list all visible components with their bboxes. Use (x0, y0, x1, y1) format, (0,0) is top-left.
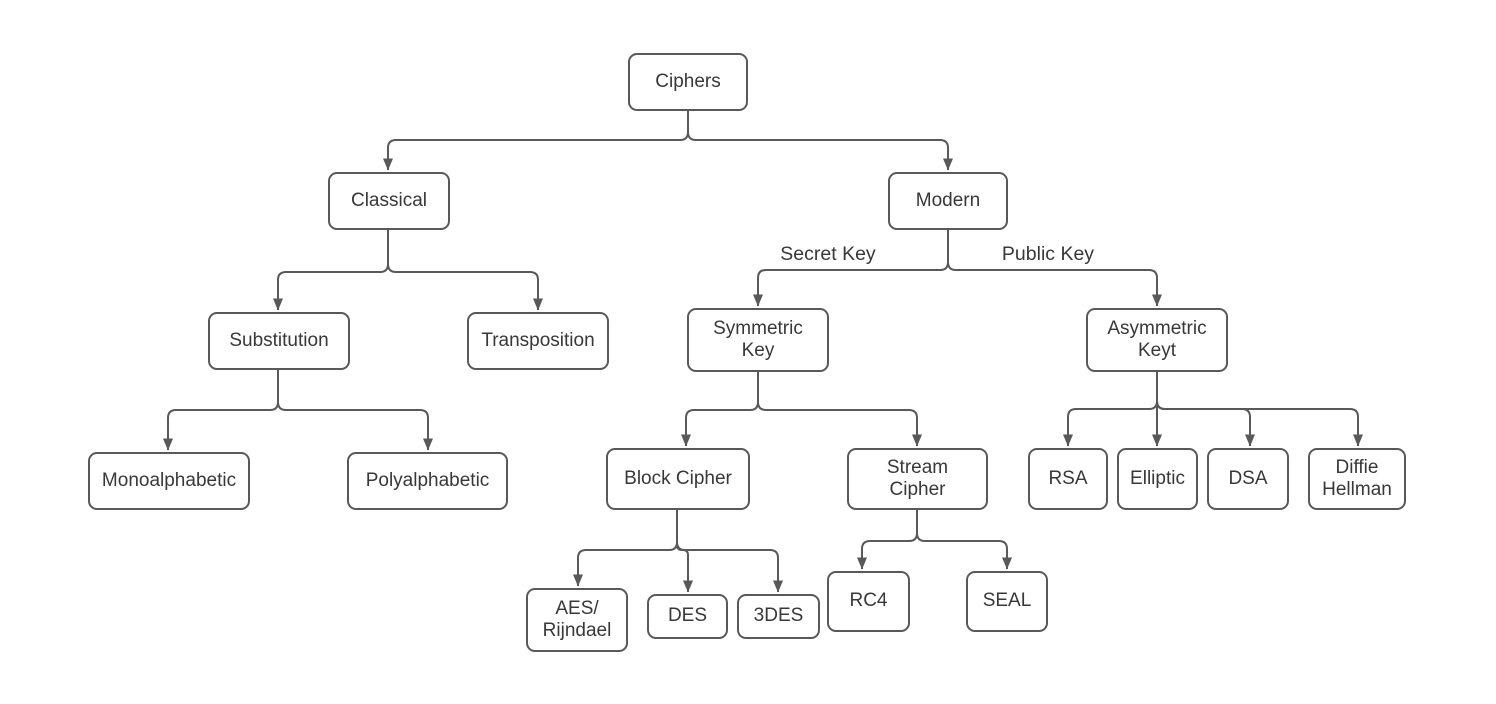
edge-symmetric-stream-cipher (757, 372, 922, 447)
edge-asymmetric-rsa (1063, 372, 1158, 447)
edge-label-secret-key: Secret Key (780, 243, 876, 265)
edge-asymmetric-diffie-hellman (1156, 372, 1363, 447)
node-polyalphabetic: Polyalphabetic (347, 452, 508, 510)
edge-classical-substitution (273, 230, 389, 311)
edge-modern-asymmetric-key (947, 230, 1162, 307)
node-modern: Modern (888, 172, 1008, 230)
node-substitution: Substitution (208, 312, 350, 370)
edge-stream-rc4 (857, 510, 918, 570)
edge-block-aes-rijndael (573, 510, 678, 587)
node-ciphers: Ciphers (628, 53, 748, 111)
edge-symmetric-block-cipher (681, 372, 759, 447)
node-block-cipher: Block Cipher (606, 448, 750, 510)
node-aes-rijndael: AES/ Rijndael (526, 588, 628, 652)
node-stream-cipher: Stream Cipher (847, 448, 988, 510)
node-symmetric-key: Symmetric Key (687, 308, 829, 372)
node-des: DES (647, 594, 728, 639)
edge-ciphers-modern (687, 111, 953, 171)
node-dsa: DSA (1207, 448, 1289, 510)
node-elliptic: Elliptic (1117, 448, 1198, 510)
edge-stream-seal (916, 510, 1012, 570)
edge-ciphers-classical (383, 111, 689, 171)
edge-substitution-monoalphabetic (163, 370, 279, 451)
node-3des: 3DES (737, 594, 820, 639)
edge-classical-transposition (387, 230, 543, 311)
node-rc4: RC4 (827, 571, 910, 632)
node-diffie-hellman: Diffie Hellman (1308, 448, 1406, 510)
node-seal: SEAL (966, 571, 1048, 632)
node-transposition: Transposition (467, 312, 609, 370)
edge-label-public-key: Public Key (1001, 243, 1095, 265)
edge-substitution-polyalphabetic (277, 370, 433, 451)
edge-block-3des (676, 510, 783, 593)
node-rsa: RSA (1028, 448, 1108, 510)
node-classical: Classical (328, 172, 450, 230)
node-asymmetric-key: Asymmetric Keyt (1086, 308, 1228, 372)
node-monoalphabetic: Monoalphabetic (88, 452, 250, 510)
edge-modern-symmetric-key (753, 230, 949, 307)
